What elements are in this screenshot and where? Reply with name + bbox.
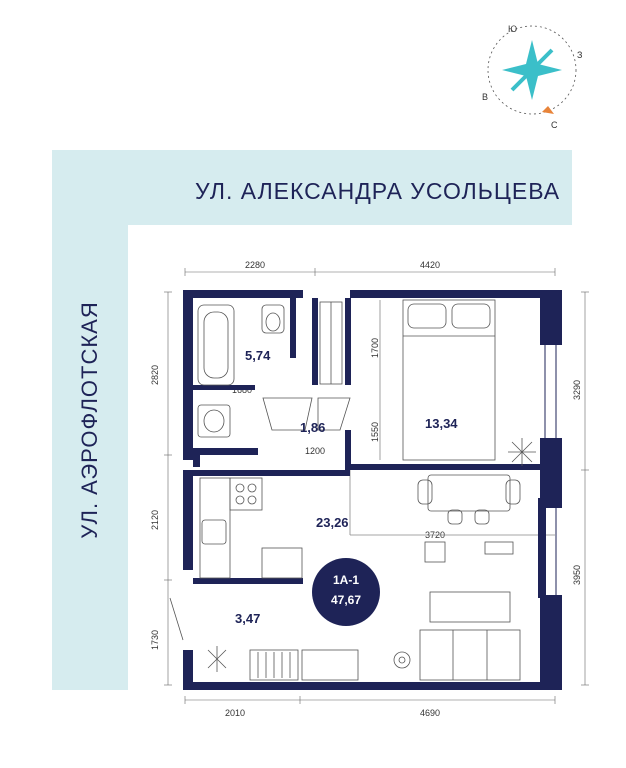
dim-left-upper: 2820 bbox=[150, 365, 160, 385]
dim-bottom-right: 4690 bbox=[420, 708, 440, 718]
dim-right-upper: 3290 bbox=[572, 380, 582, 400]
dim-right-lower: 3950 bbox=[572, 565, 582, 585]
street-band-top bbox=[52, 150, 572, 225]
dim-top-right: 4420 bbox=[420, 260, 440, 270]
dimension-lines bbox=[164, 268, 589, 704]
interior-lines bbox=[349, 300, 555, 536]
dining-table bbox=[417, 474, 521, 525]
dim-bottom-left: 2010 bbox=[225, 708, 245, 718]
compass-ring bbox=[487, 25, 577, 115]
bed bbox=[402, 299, 496, 461]
entrance-fixtures bbox=[169, 597, 359, 681]
hall-door bbox=[262, 397, 313, 431]
dim-left-middle: 2120 bbox=[150, 510, 160, 530]
compass-north-marker bbox=[542, 106, 554, 114]
living-furniture bbox=[393, 541, 521, 681]
area-entrance: 3,47 bbox=[235, 611, 260, 626]
apartment-badge: 1А-1 47,67 bbox=[312, 558, 380, 626]
area-living: 23,26 bbox=[316, 515, 349, 530]
bathroom-fixtures bbox=[197, 304, 285, 438]
compass-letter-north: С bbox=[551, 120, 558, 130]
area-hall: 1,86 bbox=[300, 420, 325, 435]
stove bbox=[229, 477, 263, 511]
street-band-left bbox=[52, 150, 128, 690]
badge-type: 1А-1 bbox=[333, 573, 359, 587]
kitchen bbox=[199, 477, 303, 579]
floor-lamp bbox=[393, 651, 411, 669]
dim-left-lower: 1730 bbox=[150, 630, 160, 650]
badge-area: 47,67 bbox=[331, 593, 361, 607]
compass-letter-west: З bbox=[577, 50, 582, 60]
wardrobe bbox=[319, 301, 343, 385]
street-name-top: УЛ. АЛЕКСАНДРА УСОЛЬЦЕВА bbox=[195, 178, 561, 204]
sofa bbox=[419, 629, 521, 681]
bathtub bbox=[197, 304, 235, 386]
sink bbox=[197, 404, 231, 438]
compass-letter-south: Ю bbox=[508, 24, 517, 34]
dim-wardrobe-height: 1700 bbox=[370, 338, 380, 358]
bedroom-plant-icon bbox=[508, 438, 536, 466]
dim-hall-width: 1200 bbox=[305, 446, 325, 456]
coffee-table bbox=[429, 591, 511, 623]
compass: Ю З С В bbox=[482, 24, 582, 130]
windows bbox=[544, 345, 557, 595]
kitchen-sink bbox=[201, 519, 227, 545]
walls bbox=[183, 290, 562, 690]
compass-star-diagonal bbox=[510, 48, 554, 92]
area-bedroom: 13,34 bbox=[425, 416, 458, 431]
compass-letter-east: В bbox=[482, 92, 488, 102]
area-bathroom: 5,74 bbox=[245, 348, 271, 363]
shoe-rack bbox=[249, 649, 299, 681]
dim-top-left: 2280 bbox=[245, 260, 265, 270]
dim-bedroom-inner: 1550 bbox=[370, 422, 380, 442]
toilet bbox=[261, 304, 285, 334]
